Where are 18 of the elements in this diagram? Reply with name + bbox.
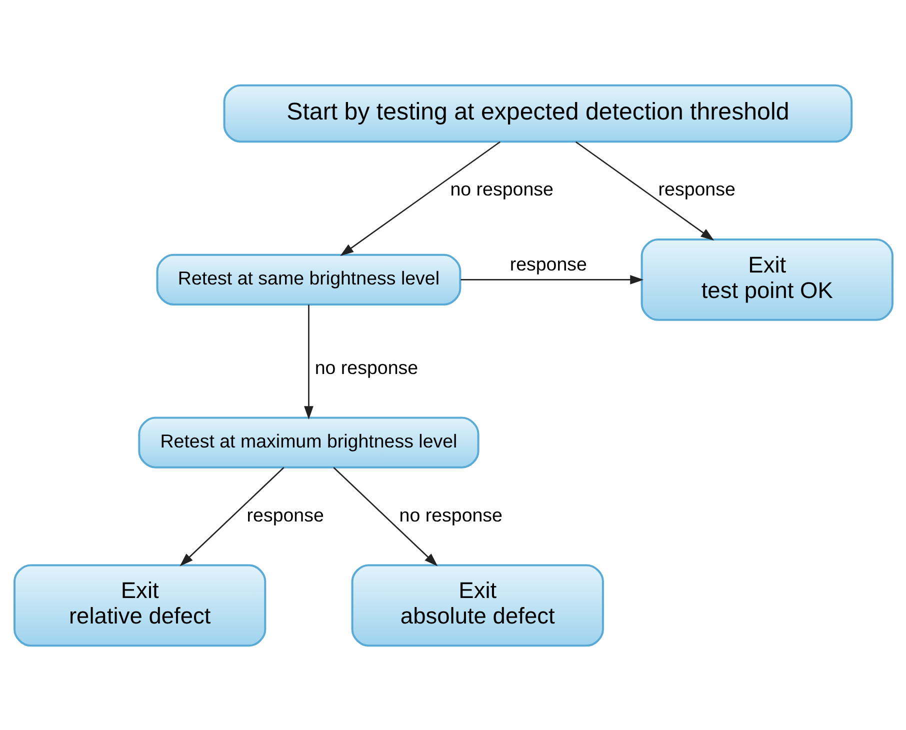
edge-label: response — [246, 504, 324, 525]
arrow — [460, 274, 644, 284]
arrow — [179, 466, 284, 566]
node-box: Start by testing at expected detection threshold — [222, 84, 852, 142]
node-box: Exit relative defect — [13, 564, 266, 646]
edge-label: no response — [314, 356, 418, 378]
edge-label: response — [658, 178, 735, 200]
node-box: Exit test point OK — [640, 238, 893, 320]
arrow — [332, 466, 438, 566]
arrow — [304, 304, 313, 420]
node-box: Exit absolute defect — [350, 564, 604, 646]
arrow — [340, 140, 500, 256]
arrow — [574, 140, 714, 240]
edge-label: no response — [450, 178, 553, 200]
node-box: Retest at same brightness level — [156, 253, 461, 306]
edge-label: no response — [398, 504, 502, 525]
edge-label: response — [509, 253, 586, 274]
node-box: Retest at maximum brightness level — [138, 416, 479, 468]
